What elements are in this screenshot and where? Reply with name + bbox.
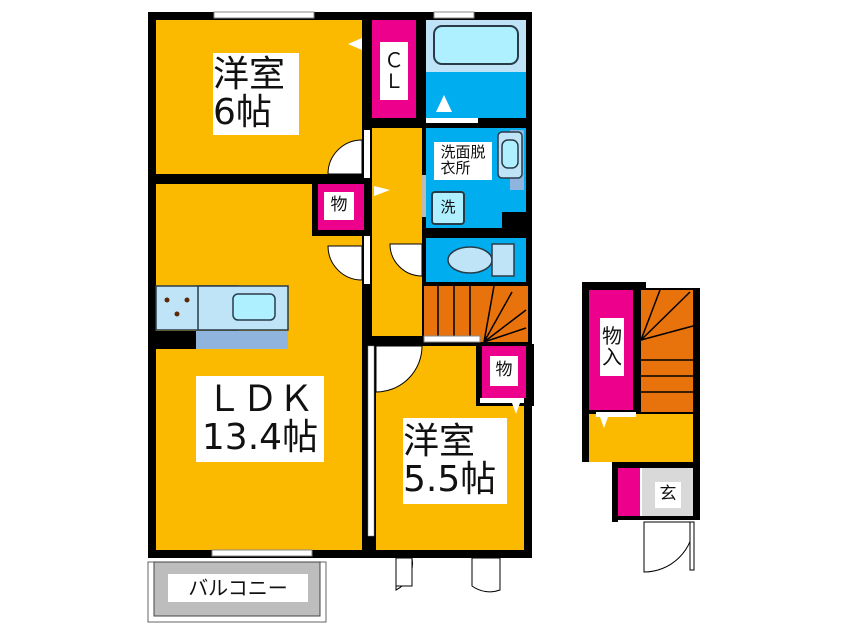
room-size: 13.4帖 bbox=[201, 417, 319, 458]
door-marker bbox=[436, 95, 452, 112]
bathtub bbox=[433, 25, 519, 65]
ldk-label: ＬＤＫ 13.4帖 bbox=[196, 376, 324, 462]
door-swing bbox=[327, 139, 363, 175]
washer-label: 洗 bbox=[437, 197, 459, 219]
room-size: 5.5帖 bbox=[403, 459, 497, 500]
room-name: 洋室 bbox=[213, 54, 286, 96]
lower-storage-label: 物 入 bbox=[600, 318, 624, 376]
door-swing bbox=[375, 345, 423, 393]
storage-2-label: 物 bbox=[490, 356, 518, 386]
lower-hall bbox=[589, 414, 693, 462]
toilet-tank bbox=[491, 243, 515, 277]
shoe-cabinet bbox=[618, 468, 640, 516]
door-swing bbox=[327, 245, 363, 281]
room-name: 洋室 bbox=[403, 421, 476, 463]
lower-staircase bbox=[641, 290, 693, 412]
western-room-2-label: 洋室 5.5帖 bbox=[403, 418, 507, 504]
staircase bbox=[424, 286, 528, 342]
entrance-label: 玄 bbox=[655, 482, 681, 508]
sliding-door bbox=[367, 345, 375, 537]
window bbox=[213, 11, 315, 19]
western-room-1-label: 洋室 6帖 bbox=[213, 53, 299, 135]
door-swing bbox=[389, 243, 423, 277]
kitchen-sink bbox=[232, 293, 276, 321]
entrance-door-swing bbox=[643, 521, 695, 573]
window bbox=[433, 11, 475, 19]
toilet-bowl bbox=[447, 246, 493, 274]
room-name: ＬＤＫ bbox=[205, 379, 314, 421]
room-size: 6帖 bbox=[213, 92, 272, 133]
closet-label: Ｃ Ｌ bbox=[380, 42, 408, 100]
hallway bbox=[372, 128, 422, 336]
storage-1-label: 物 bbox=[324, 192, 354, 220]
balcony-window bbox=[211, 549, 313, 557]
balcony-label: バルコニー bbox=[168, 574, 308, 602]
washroom-label: 洗面脱 衣所 bbox=[434, 142, 492, 180]
ldk-room bbox=[156, 184, 362, 550]
